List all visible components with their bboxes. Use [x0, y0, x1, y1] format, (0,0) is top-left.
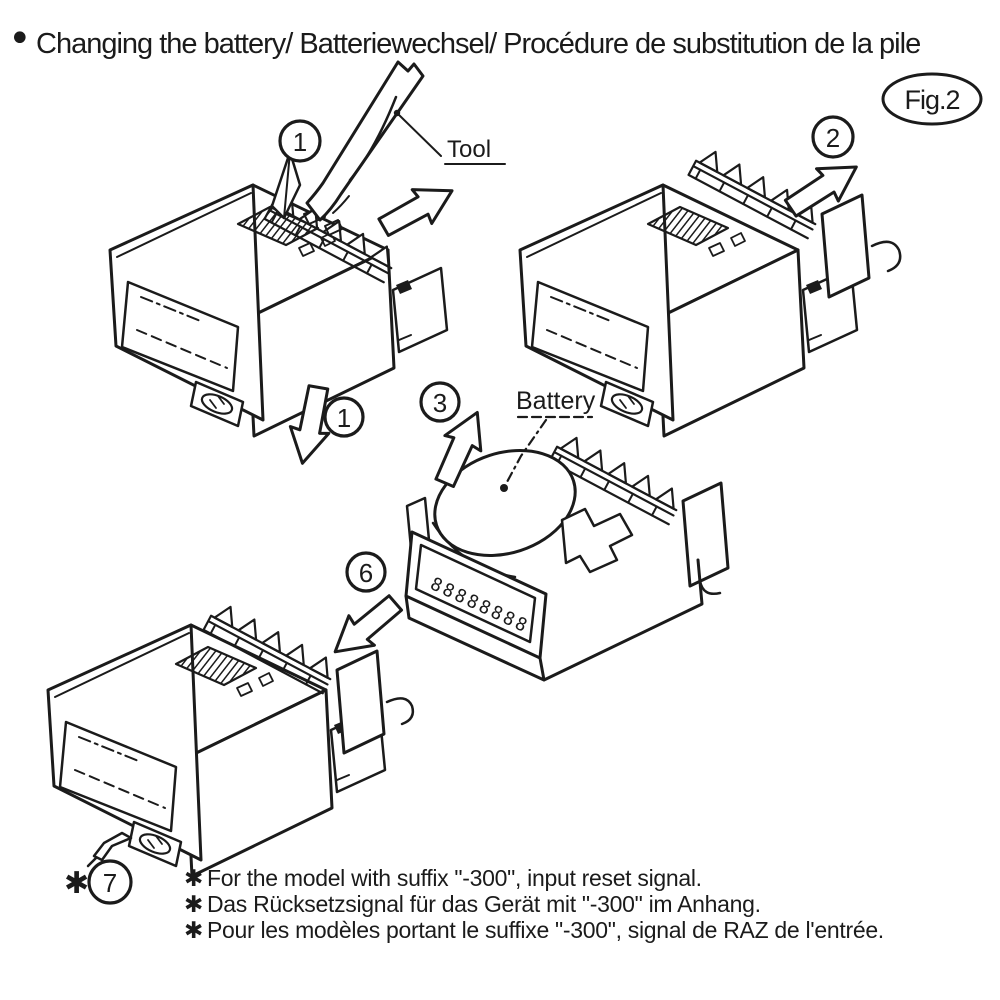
step-number-7: 7 [103, 868, 117, 898]
module-bracket [560, 507, 634, 574]
step7-asterisk: ✱ [64, 866, 89, 901]
footnotes: ✱ For the model with suffix "-300", inpu… [184, 865, 884, 944]
coin-cell-battery [433, 448, 577, 558]
step-badge-2: 2 [811, 115, 855, 159]
battery-label: Battery [516, 387, 596, 415]
illustration-step1-pry-and-remove: Tool 1 1 [108, 60, 506, 469]
step-badge-1-tool: 1 [278, 119, 322, 163]
module-end-plate [681, 481, 730, 588]
step-badge-3: 3 [419, 381, 461, 423]
footnote-marker-2: ✱ [184, 892, 203, 918]
tool-label: Tool [447, 136, 491, 163]
reset-lever [86, 831, 133, 868]
illustration-step7-reassembled-unit: ✱ 7 [46, 599, 415, 905]
figure-label-ellipse [881, 72, 983, 126]
footnote-fr: Pour les modèles portant le suffixe "-30… [207, 917, 884, 943]
step-number-6: 6 [359, 558, 373, 588]
battery-leader-line [505, 418, 548, 484]
step-number-1b: 1 [337, 403, 351, 433]
title-bullet: • [8, 16, 32, 62]
footnote-de: Das Rücksetzsignal für das Gerät mit "-3… [207, 891, 761, 917]
mounting-hook [870, 240, 902, 273]
tool-leader-line [396, 112, 442, 157]
step-number-2: 2 [826, 123, 840, 153]
step-badge-7: ✱ 7 [64, 859, 133, 905]
illustration-step3-6-battery-module: 88888888 Battery 3 6 [321, 381, 730, 682]
footnote-marker-1: ✱ [184, 866, 203, 892]
tool-callout: Tool [393, 109, 506, 165]
step-number-1: 1 [293, 127, 307, 157]
header: • Changing the battery/ Batteriewechsel/… [8, 16, 921, 62]
rear-end-plate [335, 649, 386, 755]
illustration-step2-remove-rear-case: 2 [518, 115, 902, 438]
footnote-en: For the model with suffix "-300", input … [207, 865, 702, 891]
step-badge-1-slide: 1 [323, 396, 365, 438]
rear-case-end-plate [820, 193, 871, 299]
mounting-hook-2 [385, 697, 415, 726]
module-base-edge [404, 558, 704, 682]
figure-label-text: Fig.2 [904, 85, 959, 115]
latch-tab [270, 150, 343, 236]
battery-callout: Battery [500, 387, 596, 492]
screwdriver-tool [305, 60, 425, 222]
page-title: Changing the battery/ Batteriewechsel/ P… [36, 28, 920, 60]
battery-leader-dot [500, 484, 508, 492]
figure-label-badge: Fig.2 [881, 72, 983, 126]
footnote-marker-3: ✱ [184, 918, 203, 944]
step-number-3: 3 [433, 388, 447, 418]
step-badge-6: 6 [345, 551, 387, 593]
